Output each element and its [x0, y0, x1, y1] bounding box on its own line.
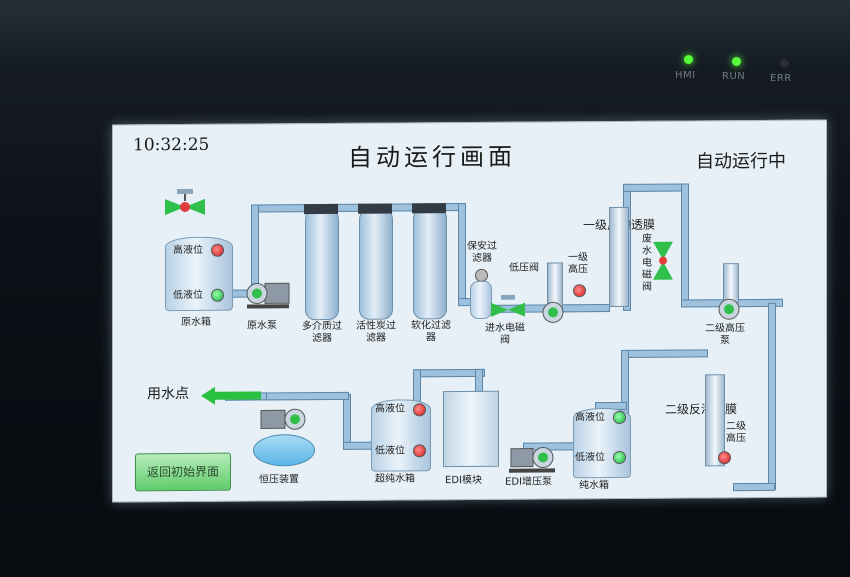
page-title: 自动运行画面 — [348, 142, 516, 172]
pipe — [621, 349, 708, 358]
booster-label: 恒压装置 — [259, 474, 299, 486]
use-point-label: 用水点 — [147, 385, 189, 403]
multi-filter-label: 多介质过滤器 — [302, 320, 342, 345]
edi-module-label: EDI模块 — [445, 474, 482, 487]
pipe — [623, 183, 685, 192]
stage1-ro-membrane — [609, 206, 629, 308]
low-pressure-valve-label: 低压阀 — [509, 262, 539, 274]
softener-label: 软化过滤器 — [411, 320, 451, 344]
err-led-label: ERR — [770, 73, 792, 84]
run-led — [732, 57, 741, 66]
ultra-tank-low-indicator — [413, 444, 426, 458]
edi-pump-icon — [509, 446, 555, 473]
low-pressure-pump-icon — [542, 301, 564, 323]
inlet-solenoid-valve-icon — [491, 294, 525, 317]
raw-tank-high-label: 高液位 — [173, 244, 203, 257]
hmi-screen: 10:32:25 自动运行画面 自动运行中 用水点 高液位 低液位 原水箱 — [112, 119, 827, 503]
pipe — [733, 482, 775, 492]
pipe — [263, 391, 349, 401]
carbon-filter-label: 活性炭过滤器 — [356, 320, 396, 344]
edi-pump-label: EDI增压泵 — [505, 476, 552, 488]
run-status: 自动运行中 — [696, 150, 786, 173]
err-led — [780, 59, 789, 68]
stage2-pump-icon — [718, 298, 740, 320]
ultra-tank-high-indicator — [413, 403, 426, 417]
booster-pump-icon — [260, 408, 306, 430]
softener-filter — [412, 203, 447, 320]
raw-tank-label: 原水箱 — [181, 316, 211, 329]
use-point-arrow — [201, 386, 261, 405]
pressure-vessel — [253, 434, 315, 467]
back-to-home-button[interactable]: 返回初始界面 — [135, 452, 231, 492]
clock-time: 10:32:25 — [133, 134, 210, 156]
stage2-ro-label: 二级反渗透膜 — [665, 402, 738, 417]
raw-tank-low-label: 低液位 — [173, 289, 203, 302]
stage2-pump-label: 二级高压泵 — [705, 323, 745, 347]
carbon-filter — [358, 203, 393, 320]
edi-module — [443, 390, 499, 468]
stage2-high-pressure-indicator — [718, 451, 731, 465]
pure-tank-low-label: 低液位 — [575, 452, 605, 464]
raw-tank-high-indicator — [211, 243, 224, 257]
pure-tank-low-indicator — [613, 450, 626, 464]
pure-tank-high-indicator — [613, 410, 626, 424]
ultra-tank-label: 超纯水箱 — [375, 473, 415, 485]
stage2-high-pressure-label: 二级高压 — [726, 421, 746, 445]
raw-pump-icon — [246, 282, 290, 309]
run-led-label: RUN — [722, 71, 746, 82]
inlet-valve-icon — [165, 188, 205, 216]
raw-pump-label: 原水泵 — [247, 320, 277, 332]
pipe — [681, 183, 689, 306]
ultra-tank-low-label: 低液位 — [375, 445, 405, 457]
hmi-led — [684, 55, 693, 64]
pipe — [768, 302, 776, 490]
pipe — [343, 393, 351, 448]
pure-tank-high-label: 高液位 — [575, 412, 605, 424]
hmi-led-label: HMI — [675, 70, 696, 81]
waste-valve-icon — [653, 241, 673, 280]
stage1-high-pressure-label: 一级高压 — [568, 252, 588, 276]
inlet-valve-label: 进水电磁阀 — [485, 322, 525, 346]
safety-filter-label: 保安过滤器 — [467, 240, 497, 264]
ultra-tank-high-label: 高液位 — [375, 403, 405, 415]
multi-media-filter — [304, 203, 339, 321]
pure-tank-label: 纯水箱 — [579, 480, 609, 492]
stage1-high-pressure-indicator — [573, 284, 586, 298]
raw-tank-low-indicator — [211, 288, 224, 302]
safety-filter — [470, 280, 492, 319]
hmi-bezel-top — [0, 0, 850, 70]
